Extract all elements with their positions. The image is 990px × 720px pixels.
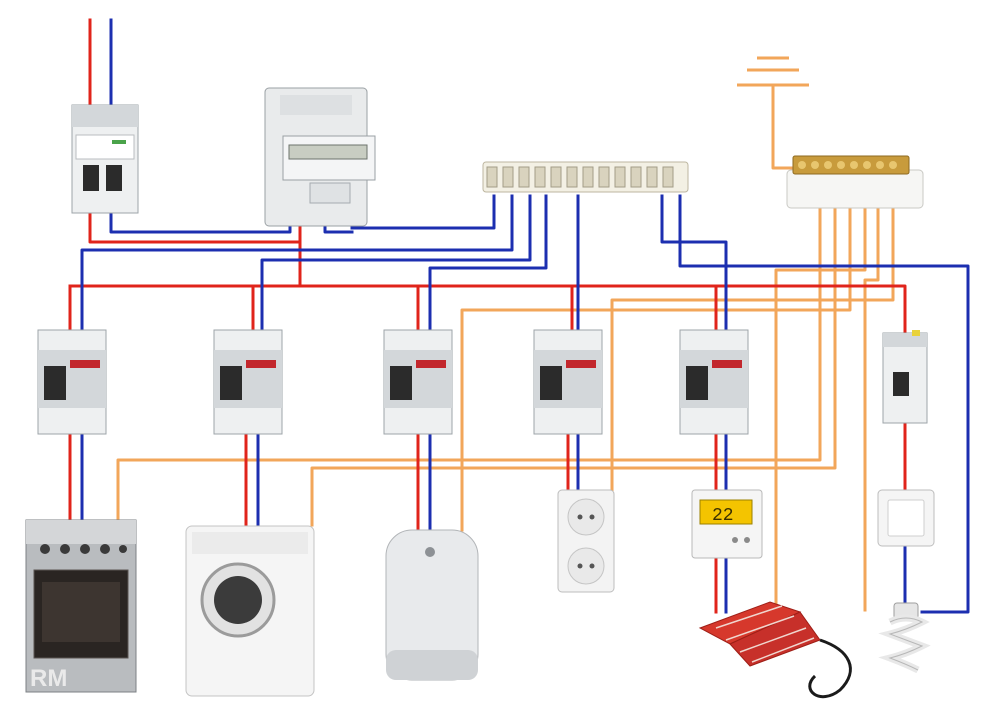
heating-mat-icon <box>698 601 852 699</box>
thermostat-icon: 22 <box>691 489 763 559</box>
rcbo-breaker-icon <box>213 329 283 435</box>
main-circuit-breaker-icon <box>71 104 139 214</box>
gas-stove-icon: RM <box>25 519 137 693</box>
rcbo-breaker-icon <box>383 329 453 435</box>
thermostat-display: 22 <box>712 506 734 526</box>
cfl-bulb-icon <box>878 602 931 674</box>
rcbo-breaker-icon <box>679 329 749 435</box>
electric-meter-icon <box>264 87 376 227</box>
washing-machine-icon <box>185 525 315 697</box>
circuit-breaker-icon <box>882 330 928 424</box>
rcbo-breaker-icon <box>37 329 107 435</box>
ground-symbol-icon <box>737 56 809 87</box>
live-wires <box>68 18 907 614</box>
light-switch-icon <box>877 489 935 547</box>
rcbo-breaker-icon <box>533 329 603 435</box>
stove-brand-label: RM <box>30 665 67 692</box>
water-heater-icon <box>385 529 479 681</box>
earth-wires <box>116 83 895 622</box>
neutral-wires <box>80 18 970 614</box>
double-socket-icon <box>557 489 615 593</box>
terminal-block-icon <box>482 161 689 193</box>
ground-bus-bar-icon <box>786 155 924 209</box>
